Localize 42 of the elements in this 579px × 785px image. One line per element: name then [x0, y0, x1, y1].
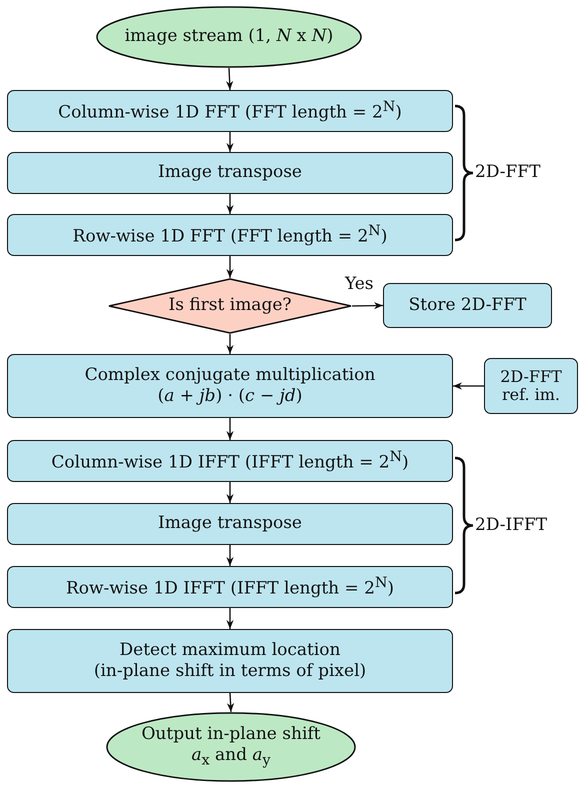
node-text: Store 2D-FFT: [408, 294, 528, 316]
arrow: [453, 382, 484, 390]
node-text: Row-wise 1D IFFT (IFFT length = 2$^{N}$): [64, 574, 396, 600]
process-box: [7, 354, 453, 418]
arrow: [226, 334, 234, 354]
terminal-ellipse: [96, 6, 362, 68]
node-text: (a + jb) · (c − jd): [156, 386, 304, 408]
node-text: Output in-plane shift: [140, 724, 322, 746]
arrow: [226, 482, 234, 503]
arrow: [226, 256, 234, 278]
process-box: [7, 152, 453, 194]
node-text: Detect maximum location: [118, 640, 342, 661]
node-text: Image transpose: [157, 513, 303, 535]
terminal-ellipse: [106, 712, 356, 782]
process-box: [7, 566, 453, 608]
arrow: [226, 608, 234, 629]
arrow: [352, 302, 384, 310]
node-text: Column-wise 1D IFFT (IFFT length = 2$^{N}$): [50, 448, 410, 474]
node-text: 2D-FFT ref. im.: [499, 368, 563, 404]
node-text: image stream (1, N x N): [124, 26, 334, 48]
group-label: 2D-FFT: [475, 162, 540, 182]
node-text: Image transpose: [157, 162, 303, 184]
process-box: [484, 358, 578, 414]
node-text: (in-plane shift in terms of pixel): [92, 661, 368, 682]
arrow: [226, 132, 234, 152]
node-text: Row-wise 1D FFT (FFT length = 2$^{N}$): [72, 222, 388, 248]
arrow: [226, 545, 234, 566]
node-text: a$_{x}$ and a$_{y}$: [190, 745, 272, 770]
arrow: [226, 418, 234, 440]
process-box: [7, 440, 453, 482]
process-box: [383, 283, 552, 328]
process-box: [7, 503, 453, 545]
arrow: [226, 692, 234, 712]
node-text: Is first image?: [167, 295, 293, 317]
node-text: Column-wise 1D FFT (FFT length = 2$^{N}$): [57, 98, 403, 124]
process-box: [7, 629, 453, 693]
arrow: [226, 194, 234, 214]
process-box: [7, 214, 453, 256]
group-label: 2D-IFFT: [475, 514, 548, 534]
process-box: [7, 90, 453, 132]
node-text: Complex conjugate multiplication: [84, 364, 376, 386]
arrow: [226, 68, 234, 90]
